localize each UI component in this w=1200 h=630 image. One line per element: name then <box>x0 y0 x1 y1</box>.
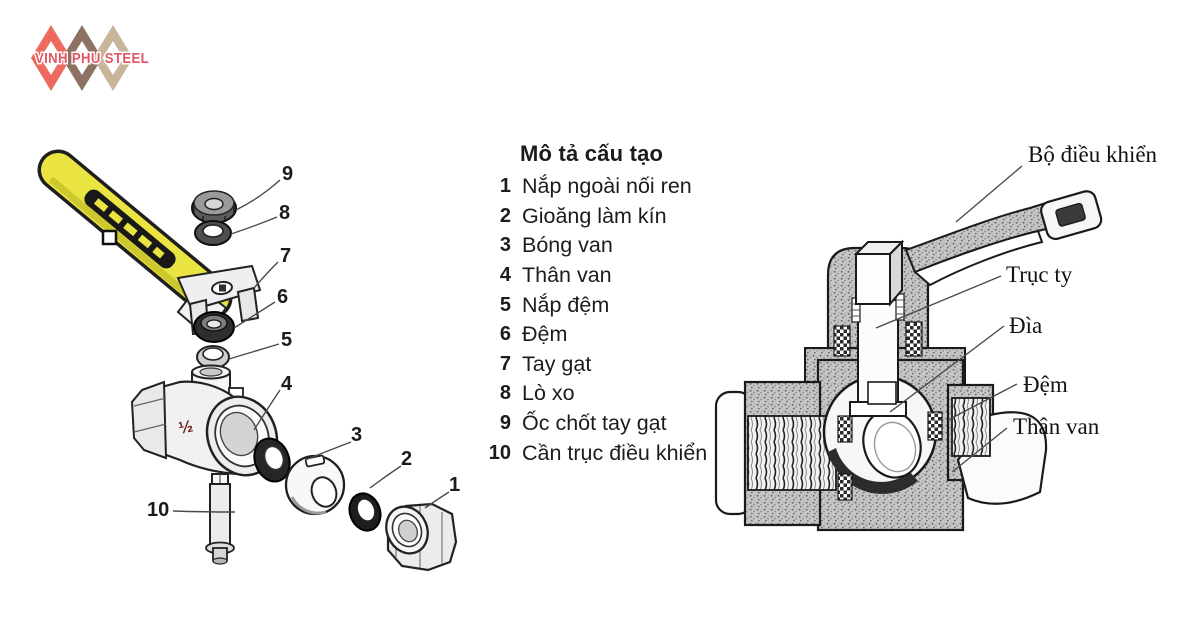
item-label: Gioăng làm kín <box>522 203 667 228</box>
vinh-phu-steel-logo: VINH PHU STEEL <box>31 25 150 91</box>
parts-list-item: 9 Ốc chốt tay gạt <box>484 409 707 439</box>
item-number: 2 <box>499 204 511 227</box>
xsec-seat-packing <box>833 321 943 501</box>
item-label: Đệm <box>522 322 568 347</box>
exploded-view-diagram: ½ <box>37 149 460 572</box>
part-6-seal-ring <box>193 311 235 343</box>
callout-2: 2 <box>401 448 412 470</box>
item-label: Cần trục điều khiển <box>522 440 708 465</box>
callout-6: 6 <box>277 286 288 308</box>
part-5-gland-washer <box>196 345 230 369</box>
parts-list-item: 6 Đệm <box>484 320 707 350</box>
cross-section-diagram: Bộ điều khiển Trục ty Đìa Đệm Thân van <box>714 142 1158 532</box>
part-2-gasket-ring <box>348 492 382 532</box>
logo-diamond-red <box>31 25 71 91</box>
callout-7: 7 <box>280 245 291 267</box>
label-bo-dieu-khien: Bộ điều khiển <box>1028 142 1158 167</box>
item-number: 5 <box>499 293 511 316</box>
seat-ring-left <box>253 437 291 483</box>
part-8-spring-washer <box>194 220 232 246</box>
callout-9: 9 <box>282 163 293 185</box>
parts-list-item: 10 Cần trục điều khiển <box>484 438 708 468</box>
parts-list-item: 1 Nắp ngoài nối ren <box>484 172 707 202</box>
small-square-marker <box>101 229 118 246</box>
callout-leaders <box>172 179 450 513</box>
item-number: 6 <box>499 323 511 346</box>
item-number: 10 <box>488 441 511 464</box>
item-number: 1 <box>499 175 511 198</box>
item-label: Ốc chốt tay gạt <box>522 411 667 436</box>
parts-list-item: 3 Bóng van <box>484 231 707 261</box>
label-truc-ty: Trục ty <box>1006 262 1073 287</box>
part-9-nut <box>191 190 237 224</box>
item-label: Thân van <box>522 263 612 288</box>
xsec-stem <box>849 293 907 417</box>
item-label: Bóng van <box>522 233 613 258</box>
handle-label-band <box>84 189 176 269</box>
item-label: Nắp đệm <box>522 292 610 317</box>
parts-list-item: 7 Tay gạt <box>484 350 707 380</box>
label-than-van: Thân van <box>1013 414 1100 439</box>
item-label: Lò xo <box>522 381 575 406</box>
callout-5: 5 <box>281 329 292 351</box>
callout-10: 10 <box>147 499 169 521</box>
xsec-leaders <box>875 165 1023 473</box>
xsec-handle <box>904 190 1103 287</box>
callout-4: 4 <box>281 373 293 395</box>
logo-diamond-brown <box>62 25 102 91</box>
parts-list-item: 8 Lò xo <box>484 379 707 409</box>
label-dia: Đìa <box>1009 313 1042 338</box>
callout-8: 8 <box>279 202 290 224</box>
parts-list-item: 4 Thân van <box>484 261 707 291</box>
parts-list-item: 2 Gioăng làm kín <box>484 202 707 232</box>
callout-3: 3 <box>351 424 362 446</box>
logo-diamond-tan <box>93 25 133 91</box>
item-label: Nắp ngoài nối ren <box>522 174 692 199</box>
xsec-stem-head <box>853 239 905 307</box>
body-size-label: ½ <box>177 416 195 438</box>
logo-text: VINH PHU STEEL <box>35 51 149 67</box>
item-label: Tay gạt <box>522 351 592 376</box>
item-number: 3 <box>499 234 511 257</box>
item-number: 8 <box>499 382 511 405</box>
item-number: 9 <box>499 412 511 435</box>
label-dem: Đệm <box>1023 372 1068 397</box>
item-number: 4 <box>499 264 511 287</box>
part-1-end-cap <box>385 502 458 572</box>
item-number: 7 <box>499 352 511 375</box>
part-3-ball <box>284 454 346 516</box>
parts-list-item: 5 Nắp đệm <box>484 290 707 320</box>
parts-list-title: Mô tả cấu tạo <box>520 141 664 166</box>
part-10-stem <box>205 473 235 565</box>
parts-list: Mô tả cấu tạo 1 Nắp ngoài nối ren 2 Gioăng… <box>484 141 708 468</box>
callout-1: 1 <box>449 474 460 496</box>
